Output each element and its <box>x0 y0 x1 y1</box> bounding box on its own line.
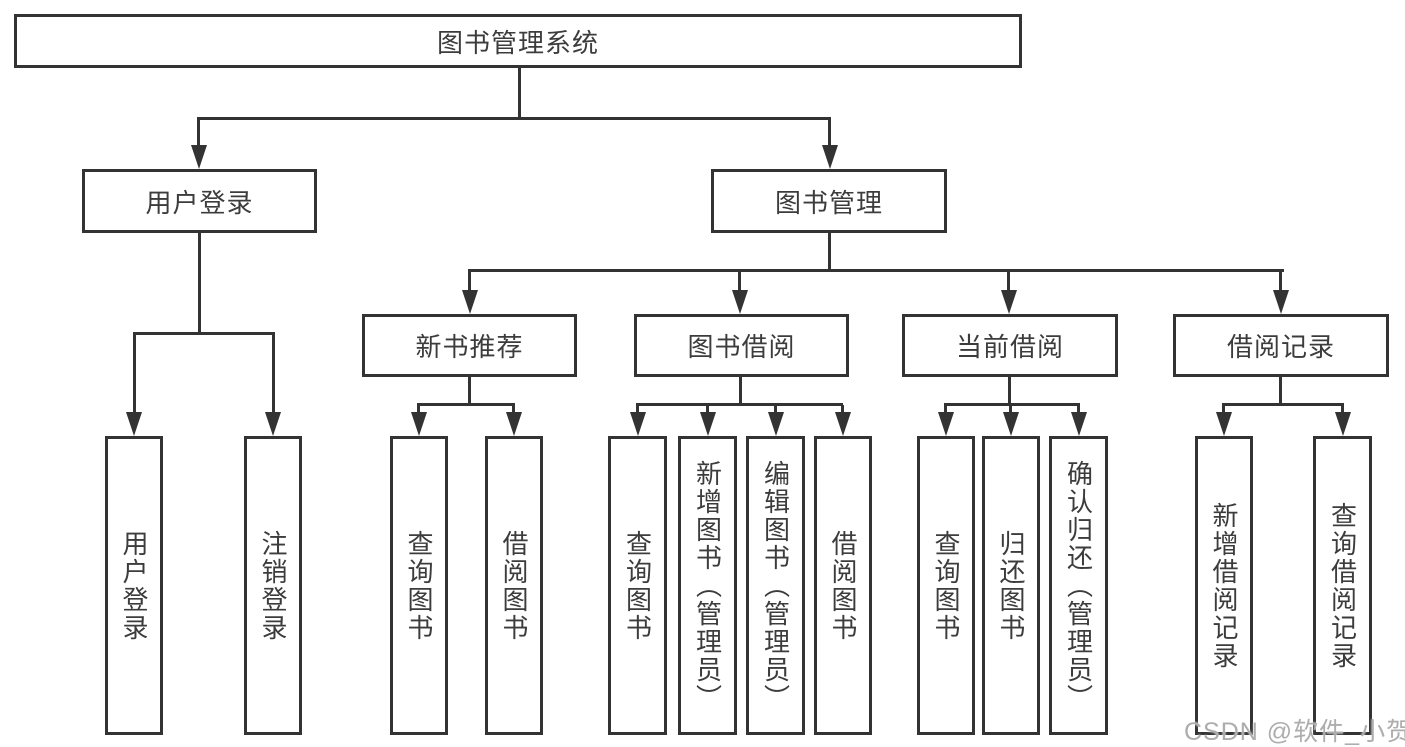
connector-drop <box>636 405 639 415</box>
leaf-label: 新增图书（管理员） <box>692 459 723 712</box>
leaf-borrow-books: 借阅图书 <box>814 436 872 735</box>
node-label: 图书管理 <box>774 187 883 218</box>
node-library-system: 图书管理系统 <box>14 14 1022 68</box>
connector-drop <box>774 405 777 415</box>
leaf-query-borrow-record: 查询借阅记录 <box>1313 436 1372 735</box>
connector-user-login-stub <box>198 233 201 334</box>
node-borrow-records: 借阅记录 <box>1173 314 1389 377</box>
arrow-down-icon <box>1335 412 1351 436</box>
arrow-down-icon <box>411 412 427 436</box>
leaf-add-book-admin: 新增图书（管理员） <box>678 436 737 735</box>
node-new-book-recommend: 新书推荐 <box>362 314 577 377</box>
leaf-label: 查询图书 <box>404 529 434 642</box>
connector-root-stub <box>518 68 521 120</box>
arrow-down-icon <box>835 412 851 436</box>
connector-current-borrow-rail <box>944 403 1080 406</box>
connector-new-book-stub <box>468 377 471 405</box>
node-label: 图书借阅 <box>687 332 796 362</box>
arrow-down-icon <box>938 412 954 436</box>
node-label: 用户登录 <box>145 187 254 218</box>
connector-level1-rail <box>197 117 831 120</box>
connector-drop <box>841 405 844 415</box>
connector-drop <box>197 119 200 149</box>
leaf-label: 查询图书 <box>931 529 961 642</box>
leaf-query-books-current: 查询图书 <box>917 436 975 735</box>
connector-borrow-records-stub <box>1279 377 1282 405</box>
connector-drop <box>944 405 947 415</box>
leaf-label: 注销登录 <box>258 529 288 642</box>
connector-drop <box>1222 405 1225 415</box>
arrow-down-icon <box>822 145 838 169</box>
connector-drop <box>512 405 515 415</box>
leaf-user-login: 用户登录 <box>105 436 163 735</box>
connector-book-mgmt-stub <box>828 233 831 271</box>
connector-drop <box>1341 405 1344 415</box>
connector-drop <box>1009 405 1012 415</box>
connector-book-borrow-rail <box>636 403 843 406</box>
arrow-down-icon <box>191 145 207 169</box>
leaf-label: 借阅图书 <box>828 529 858 642</box>
arrow-down-icon <box>462 290 478 314</box>
leaf-label: 查询借阅记录 <box>1327 501 1358 670</box>
leaf-label: 确认归还（管理员） <box>1063 459 1094 712</box>
csdn-watermark: CSDN @软件_小贺同学 <box>1184 718 1405 746</box>
leaf-confirm-return-admin: 确认归还（管理员） <box>1049 436 1108 735</box>
arrow-down-icon <box>1071 412 1087 436</box>
connector-level2-rail <box>468 269 1284 272</box>
leaf-label: 新增借阅记录 <box>1209 501 1239 670</box>
connector-drop <box>828 119 831 149</box>
node-label: 借阅记录 <box>1226 332 1335 362</box>
arrow-down-icon <box>1003 412 1019 436</box>
connector-drop <box>1077 405 1080 415</box>
arrow-down-icon <box>1216 412 1232 436</box>
leaf-logout: 注销登录 <box>244 436 302 735</box>
leaf-query-books-recommend: 查询图书 <box>390 436 448 735</box>
connector-drop <box>272 334 275 416</box>
node-label: 图书管理系统 <box>436 27 599 58</box>
arrow-down-icon <box>1273 290 1289 314</box>
node-label: 新书推荐 <box>415 332 524 362</box>
leaf-edit-book-admin: 编辑图书（管理员） <box>746 436 805 735</box>
connector-drop <box>417 405 420 415</box>
arrow-down-icon <box>126 412 142 436</box>
leaf-add-borrow-record: 新增借阅记录 <box>1195 436 1253 735</box>
node-book-borrow: 图书借阅 <box>634 314 849 377</box>
arrow-down-icon <box>630 412 646 436</box>
arrow-down-icon <box>732 290 748 314</box>
leaf-label: 借阅图书 <box>499 529 529 642</box>
arrow-down-icon <box>768 412 784 436</box>
leaf-borrow-books-recommend: 借阅图书 <box>485 436 543 735</box>
connector-drop <box>1279 271 1282 293</box>
node-user-login: 用户登录 <box>82 169 317 233</box>
arrow-down-icon <box>506 412 522 436</box>
leaf-label: 编辑图书（管理员） <box>760 459 791 712</box>
connector-new-book-rail <box>417 403 515 406</box>
node-label: 当前借阅 <box>955 332 1064 362</box>
leaf-label: 用户登录 <box>119 529 149 642</box>
leaf-label: 查询图书 <box>622 529 653 642</box>
connector-drop <box>706 405 709 415</box>
arrow-down-icon <box>1001 290 1017 314</box>
node-book-management: 图书管理 <box>711 169 947 233</box>
leaf-return-book: 归还图书 <box>982 436 1040 735</box>
leaf-label: 归还图书 <box>996 529 1026 642</box>
connector-drop <box>468 271 471 293</box>
arrow-down-icon <box>700 412 716 436</box>
connector-book-borrow-stub <box>739 377 742 405</box>
arrow-down-icon <box>265 412 281 436</box>
connector-drop <box>133 334 136 416</box>
connector-user-login-rail <box>133 332 275 335</box>
connector-borrow-records-rail <box>1222 403 1344 406</box>
connector-drop <box>1007 271 1010 293</box>
leaf-query-books-borrow: 查询图书 <box>608 436 667 735</box>
connector-current-borrow-stub <box>1008 377 1011 405</box>
connector-drop <box>738 271 741 293</box>
node-current-borrow: 当前借阅 <box>902 314 1118 377</box>
